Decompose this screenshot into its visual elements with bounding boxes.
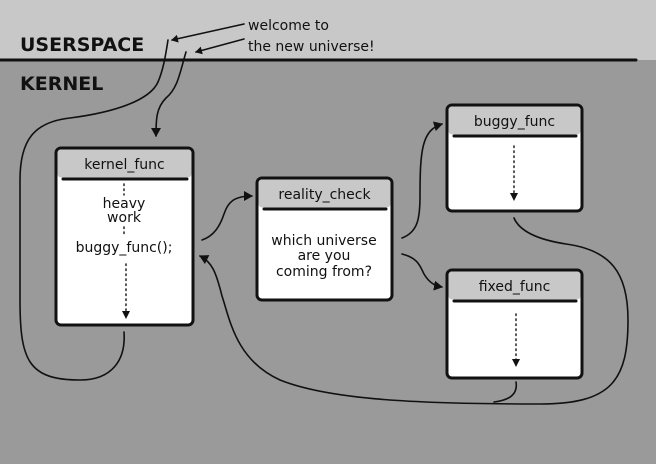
reality-check-line-3: coming from? [276, 264, 372, 280]
kernel-func-return-to-userspace [19, 39, 169, 381]
kernel-label: KERNEL [20, 73, 103, 95]
fixed-func-return-line [493, 381, 518, 403]
fixed-func-title: fixed_func [479, 279, 551, 295]
annotation-line-2: the new universe! [248, 39, 375, 55]
fixed-func-box: fixed_func [445, 268, 584, 380]
annotation-pointer-1 [171, 23, 245, 43]
userspace-to-kernel-func-arrow [151, 51, 187, 137]
reality-check-title: reality_check [278, 187, 371, 203]
annotation-line-1: welcome to [248, 18, 329, 34]
reality-check-to-fixed-func-arrow [401, 253, 443, 291]
kernel-func-line-1: heavy [103, 196, 146, 212]
buggy-func-title: buggy_func [474, 114, 555, 130]
userspace-label: USERSPACE [20, 34, 144, 56]
buggy-func-box: buggy_func [445, 103, 584, 213]
reality-check-box: reality_check which universe are you com… [255, 176, 394, 302]
annotation-pointer-2 [195, 38, 245, 55]
reality-check-line-2: are you [298, 248, 351, 264]
kernel-func-box: kernel_func heavy work buggy_func(); [54, 146, 195, 327]
buggy-func-return-arrow [199, 217, 629, 405]
kernel-func-line-2: work [107, 210, 142, 226]
reality-check-line-1: which universe [271, 233, 376, 249]
kernel-func-to-reality-check-arrow [201, 191, 253, 241]
kernel-func-line-3: buggy_func(); [76, 240, 173, 256]
kernel-func-title: kernel_func [84, 157, 164, 173]
userspace-region [0, 0, 656, 60]
reality-check-to-buggy-func-arrow [401, 121, 443, 239]
